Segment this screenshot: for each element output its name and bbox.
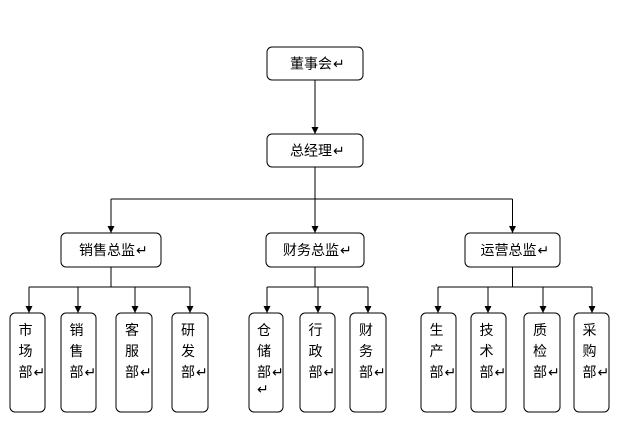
paragraph-mark: ↵ (272, 365, 284, 381)
paragraph-mark: ↵ (374, 365, 386, 381)
paragraph-mark: ↵ (548, 365, 560, 381)
node-label: 生产部 (430, 323, 444, 381)
node-box (248, 312, 284, 413)
node-box (470, 312, 507, 413)
node-sales: 销售部↵ (60, 312, 97, 413)
paragraph-mark: ↵ (495, 365, 507, 381)
node-production: 生产部↵ (420, 312, 457, 413)
paragraph-mark: ↵ (445, 365, 457, 381)
node-box (60, 312, 97, 413)
node-marketing: 市场部↵ (9, 312, 46, 413)
paragraph-mark: ↵ (333, 57, 345, 73)
node-box (420, 312, 457, 413)
node-finance: 财务部↵ (349, 312, 387, 413)
node-finance-director: 财务总监↵ (265, 232, 365, 268)
node-gm: 总经理↵ (266, 133, 364, 168)
node-box (573, 312, 610, 413)
node-sales-director: 销售总监↵ (60, 232, 162, 268)
node-box (299, 312, 336, 413)
node-box (523, 312, 561, 413)
node-box (9, 312, 46, 413)
node-label: 行政部 (309, 323, 323, 381)
paragraph-mark: ↵ (340, 243, 352, 259)
node-label: 质检部 (533, 323, 547, 381)
node-warehouse: 仓储部↵↵ (248, 312, 284, 413)
node-label: 市场部 (19, 322, 33, 381)
node-box (171, 312, 209, 413)
node-customer-service: 客服部↵ (115, 312, 153, 413)
node-label: 总经理 (290, 144, 332, 160)
node-label: 财务总监 (283, 243, 339, 259)
node-box (266, 133, 364, 168)
node-label: 客服部 (125, 322, 139, 381)
paragraph-mark: ↵ (598, 365, 610, 381)
paragraph-mark: ↵ (34, 365, 46, 381)
paragraph-mark: ↵ (140, 365, 152, 381)
node-box (349, 312, 387, 413)
node-label: 研发部 (181, 323, 195, 381)
node-label: 采购部 (583, 323, 597, 381)
node-label: 财务部 (359, 323, 373, 381)
paragraph-mark: ↵ (85, 365, 97, 381)
node-operations-director: 运营总监↵ (464, 232, 561, 268)
paragraph-mark: ↵ (196, 365, 208, 381)
paragraph-mark: ↵ (324, 365, 336, 381)
node-box (60, 232, 162, 268)
paragraph-mark: ↵ (333, 144, 345, 160)
node-label: 销售总监 (79, 243, 135, 259)
node-technology: 技术部↵ (470, 312, 507, 413)
node-box (464, 232, 561, 268)
node-purchasing: 采购部↵ (573, 312, 610, 413)
node-board: 董事会↵ (266, 46, 364, 81)
node-label: 仓储部 (257, 323, 271, 381)
node-rnd: 研发部↵ (171, 312, 209, 413)
node-label: 董事会 (290, 57, 332, 73)
paragraph-mark: ↵ (257, 382, 269, 398)
node-label: 销售部 (70, 323, 84, 381)
paragraph-mark: ↵ (538, 243, 550, 259)
node-admin: 行政部↵ (299, 312, 336, 413)
node-quality: 质检部↵ (523, 312, 561, 413)
node-box (265, 232, 365, 268)
node-label: 技术部 (480, 323, 494, 381)
org-nodes: 董事会↵总经理↵销售总监↵市场部↵销售部↵客服部↵研发部↵财务总监↵仓储部↵↵行… (9, 46, 610, 413)
node-box (115, 312, 153, 413)
paragraph-mark: ↵ (136, 243, 148, 259)
connector-lines (25, 80, 596, 313)
node-box (266, 46, 364, 81)
node-label: 运营总监 (481, 243, 537, 259)
